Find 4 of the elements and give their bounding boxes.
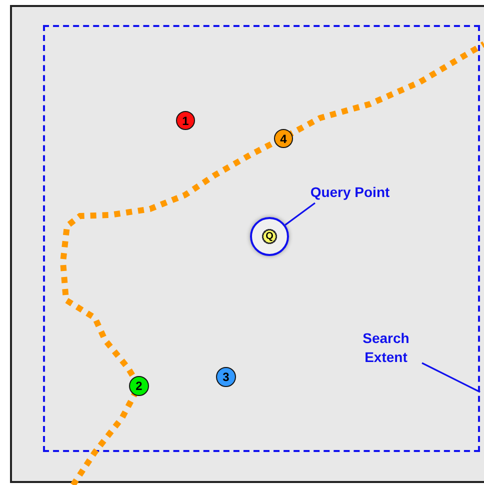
callout-label: Search Extent	[350, 329, 422, 369]
leader-line	[284, 202, 316, 226]
callout-label: Query Point	[300, 183, 400, 203]
leader-line	[422, 362, 480, 393]
